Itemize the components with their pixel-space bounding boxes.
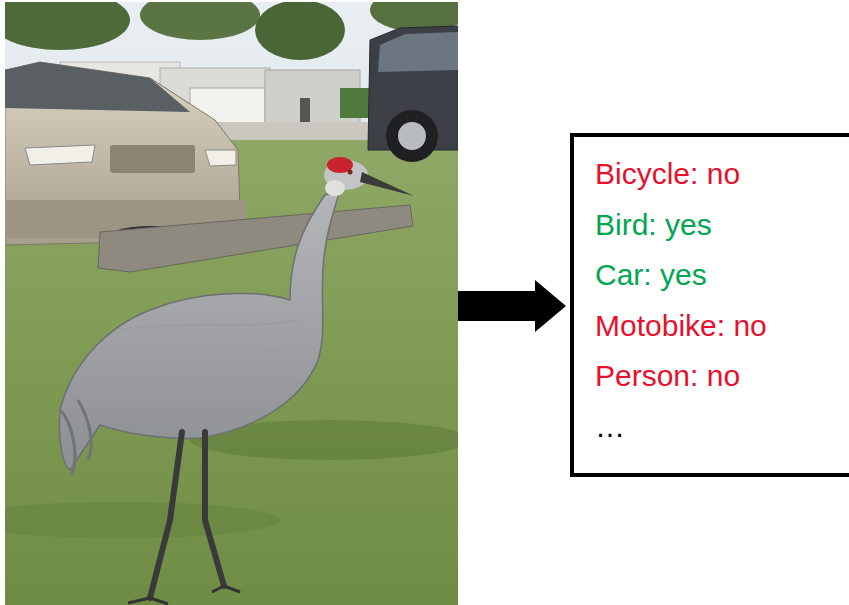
class-label: Bird: yes — [595, 200, 849, 251]
class-label: Motobike: no — [595, 301, 849, 352]
label-list-box: Bicycle: noBird: yesCar: yesMotobike: no… — [570, 133, 849, 477]
photo — [5, 2, 458, 605]
flow-arrow — [458, 280, 566, 332]
class-label: … — [595, 402, 849, 453]
suv — [368, 26, 458, 162]
class-label: Car: yes — [595, 250, 849, 301]
class-label: Bicycle: no — [595, 149, 849, 200]
crane-bird — [59, 157, 414, 604]
class-label: Person: no — [595, 351, 849, 402]
curb-block — [98, 205, 413, 272]
